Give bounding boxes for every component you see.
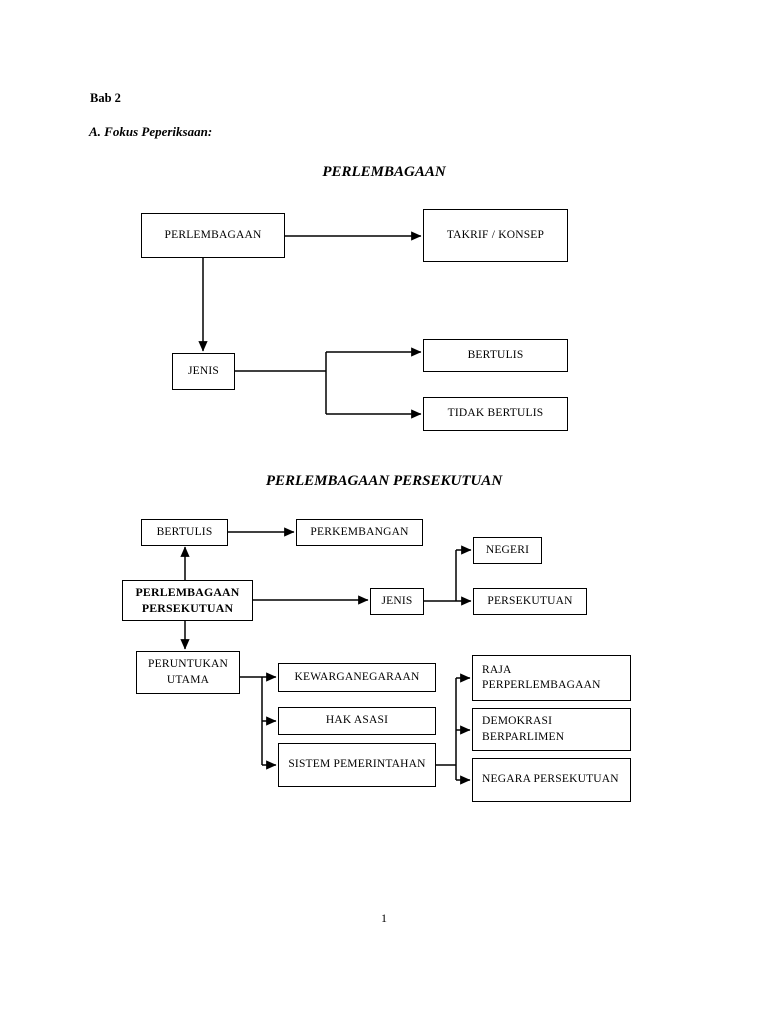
- node-jenis-2: JENIS: [370, 588, 424, 615]
- node-takrif-konsep: TAKRIF / KONSEP: [423, 209, 568, 262]
- node-tidak-bertulis: TIDAK BERTULIS: [423, 397, 568, 431]
- diagram-1-title: PERLEMBAGAAN: [322, 164, 446, 180]
- node-raja-perlembagaan: RAJA PERPERLEMBAGAAN: [472, 655, 631, 701]
- node-jenis: JENIS: [172, 353, 235, 390]
- node-bertulis-2: BERTULIS: [141, 519, 228, 546]
- section-label: A. Fokus Peperiksaan:: [89, 124, 213, 139]
- node-demokrasi-berparlimen: DEMOKRASI BERPARLIMEN: [472, 708, 631, 751]
- chapter-label: Bab 2: [90, 91, 121, 105]
- node-perkembangan: PERKEMBANGAN: [296, 519, 423, 546]
- page-number: 1: [381, 911, 387, 925]
- node-negara-persekutuan: NEGARA PERSEKUTUAN: [472, 758, 631, 802]
- node-kewarganegaraan: KEWARGANEGARAAN: [278, 663, 436, 692]
- node-peruntukan-utama: PERUNTUKAN UTAMA: [136, 651, 240, 694]
- node-perlembagaan-persekutuan: PERLEMBAGAAN PERSEKUTUAN: [122, 580, 253, 621]
- node-sistem-pemerintahan: SISTEM PEMERINTAHAN: [278, 743, 436, 787]
- node-perlembagaan: PERLEMBAGAAN: [141, 213, 285, 258]
- node-bertulis: BERTULIS: [423, 339, 568, 372]
- node-hak-asasi: HAK ASASI: [278, 707, 436, 735]
- node-persekutuan: PERSEKUTUAN: [473, 588, 587, 615]
- node-negeri: NEGERI: [473, 537, 542, 564]
- diagram-2-title: PERLEMBAGAAN PERSEKUTUAN: [265, 473, 503, 489]
